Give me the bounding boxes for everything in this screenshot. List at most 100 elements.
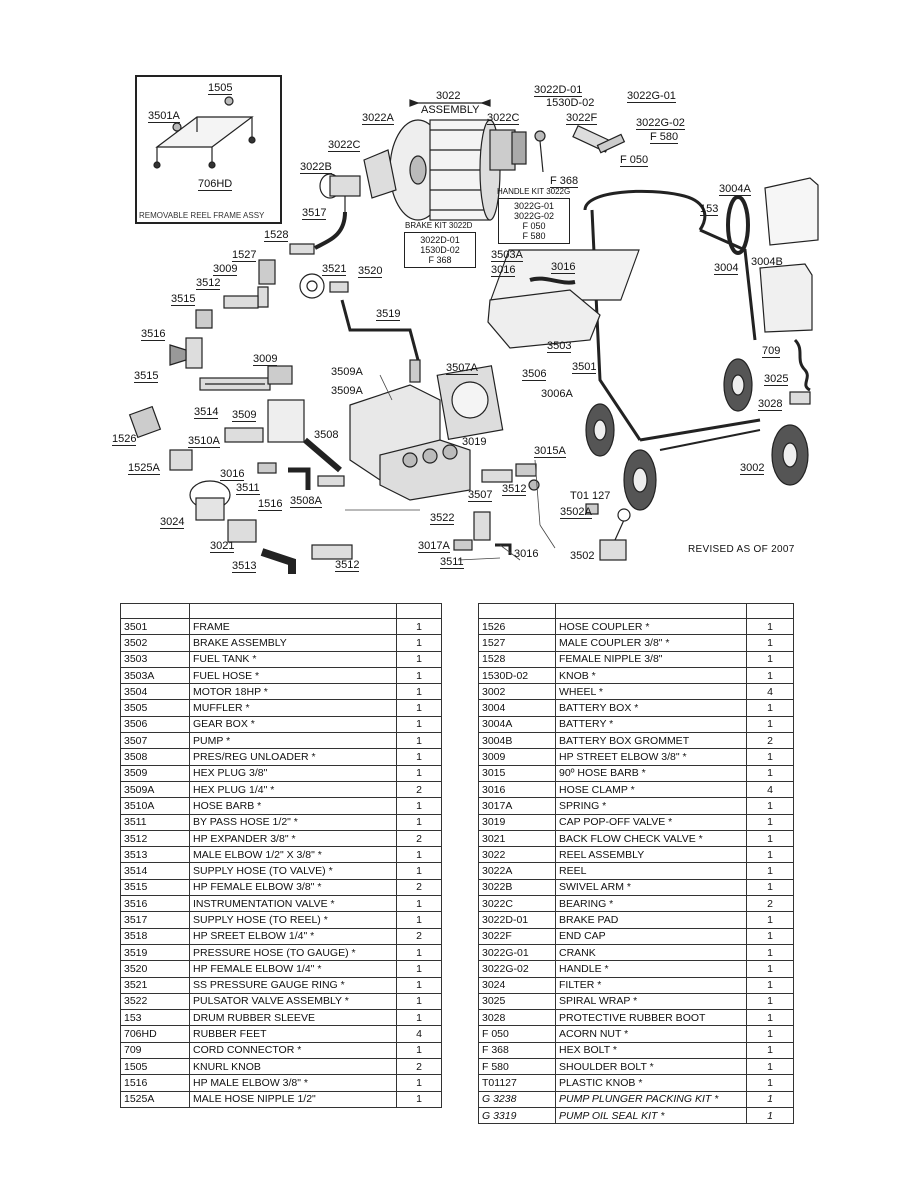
description-cell: CORD CONNECTOR * <box>189 1041 397 1060</box>
handle-kit-line: 3022G-02 <box>513 211 555 221</box>
quantity-cell: 1 <box>396 976 442 994</box>
part-number-cell: F 368 <box>478 1041 556 1060</box>
part-number-cell: 3022F <box>478 927 556 945</box>
description-cell: DRUM RUBBER SLEEVE <box>189 1009 397 1027</box>
callout-3514: 3514 <box>194 406 219 419</box>
quantity-cell: 1 <box>396 895 442 913</box>
description-cell: HP MALE ELBOW 3/8" * <box>189 1074 397 1092</box>
callout-3512-top: 3512 <box>196 277 221 290</box>
description-cell: CAP POP-OFF VALVE * <box>555 813 747 831</box>
description-cell: PRES/REG UNLOADER * <box>189 748 397 766</box>
callout-3022A: 3022A <box>362 112 394 125</box>
callout-3019: 3019 <box>462 436 487 448</box>
callout-1526: 1526 <box>112 433 137 446</box>
callout-3503A: 3503A <box>491 249 523 262</box>
callout-3519: 3519 <box>376 308 401 321</box>
part-number-cell: 1526 <box>478 617 556 636</box>
part-number-cell: 3016 <box>478 780 556 799</box>
header-cell <box>746 603 794 619</box>
quantity-cell: 1 <box>396 862 442 880</box>
description-cell: FRAME <box>189 617 397 636</box>
callout-3016-a: 3016 <box>491 264 516 277</box>
quantity-cell: 4 <box>746 780 794 799</box>
callout-3028: 3028 <box>758 398 783 411</box>
description-cell: HOSE CLAMP * <box>555 780 747 799</box>
quantity-cell: 1 <box>746 976 794 994</box>
description-cell: MOTOR 18HP * <box>189 683 397 701</box>
brake-kit-line: 1530D-02 <box>420 245 460 255</box>
callout-1530D-02: 1530D-02 <box>546 97 595 109</box>
quantity-cell: 1 <box>396 634 442 652</box>
description-cell: PRESSURE HOSE (TO GAUGE) * <box>189 943 397 962</box>
quantity-cell: 1 <box>396 943 442 962</box>
exploded-parts-diagram: REMOVABLE REEL FRAME ASSY 1505 3501A 706… <box>112 75 819 574</box>
quantity-cell: 1 <box>396 1090 442 1108</box>
part-number-cell: 3518 <box>120 927 190 945</box>
description-cell: HP EXPANDER 3/8" * <box>189 829 397 848</box>
handle-kit-box: 3022G-01 3022G-02 F 050 F 580 <box>498 198 570 244</box>
quantity-cell: 1 <box>746 764 794 782</box>
part-number-cell: 1525A <box>120 1090 190 1108</box>
header-cell <box>396 603 442 619</box>
part-number-cell: 3506 <box>120 715 190 734</box>
description-cell: MALE HOSE NIPPLE 1/2" <box>189 1090 397 1108</box>
header-cell <box>120 603 190 619</box>
part-number-cell: G 3319 <box>478 1106 556 1125</box>
quantity-cell: 1 <box>746 699 794 717</box>
part-number-cell: 3516 <box>120 895 190 913</box>
quantity-cell: 1 <box>746 927 794 945</box>
part-number-cell: 3019 <box>478 813 556 831</box>
callout-3515-top: 3515 <box>171 293 196 306</box>
callout-3510A: 3510A <box>188 435 220 448</box>
callout-3025: 3025 <box>764 373 789 386</box>
callout-3022G-02: 3022G-02 <box>636 117 685 130</box>
quantity-cell: 4 <box>396 1025 442 1043</box>
description-cell: FEMALE NIPPLE 3/8" <box>555 650 747 668</box>
quantity-cell: 1 <box>746 650 794 668</box>
quantity-cell: 1 <box>396 797 442 815</box>
description-cell: REEL <box>555 862 747 880</box>
part-number-cell: 3002 <box>478 683 556 701</box>
quantity-cell: 1 <box>746 666 794 685</box>
description-cell: HEX PLUG 3/8" <box>189 764 397 782</box>
description-cell: HP FEMALE ELBOW 1/4" * <box>189 960 397 978</box>
callout-3515-mid: 3515 <box>134 370 159 383</box>
description-cell: BY PASS HOSE 1/2" * <box>189 813 397 831</box>
quantity-cell: 1 <box>746 943 794 962</box>
part-number-cell: 3022G-01 <box>478 943 556 962</box>
callout-3017A: 3017A <box>418 540 450 553</box>
description-cell: MUFFLER * <box>189 699 397 717</box>
callout-T01127: T01 127 <box>570 490 611 502</box>
callout-3501A: 3501A <box>148 110 180 123</box>
description-cell: PROTECTIVE RUBBER BOOT <box>555 1009 747 1027</box>
description-cell: MALE ELBOW 1/2" X 3/8" * <box>189 846 397 864</box>
handle-kit-line: F 580 <box>522 231 546 241</box>
callout-3502: 3502 <box>570 550 595 562</box>
part-number-cell: 3022 <box>478 846 556 864</box>
description-cell: PUMP PLUNGER PACKING KIT * <box>555 1090 747 1108</box>
callout-3512-bottom: 3512 <box>335 559 360 572</box>
quantity-cell: 1 <box>396 666 442 685</box>
callout-3513: 3513 <box>232 560 257 573</box>
quantity-cell: 1 <box>396 617 442 636</box>
